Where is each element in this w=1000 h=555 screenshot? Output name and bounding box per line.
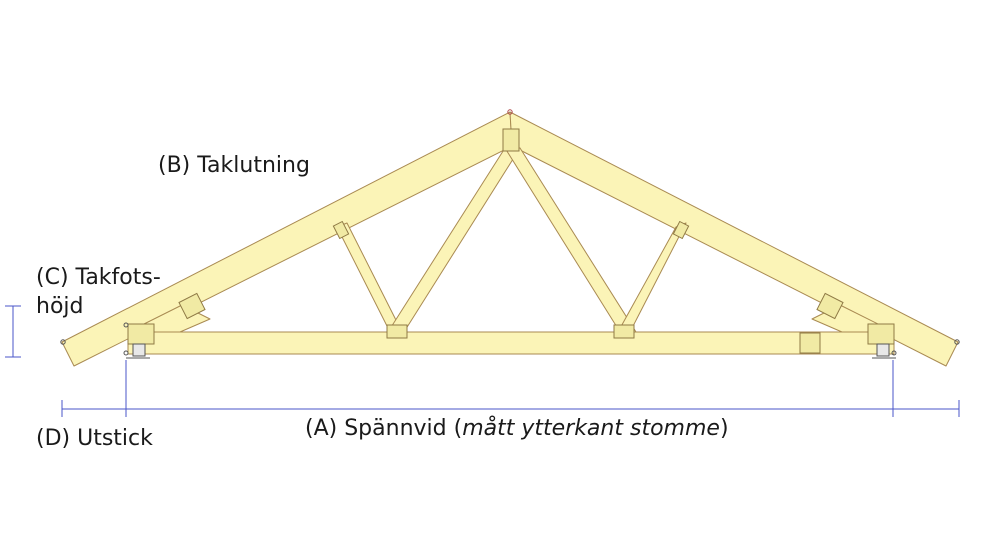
nail-plates [127, 128, 895, 354]
heel-plate-right [867, 323, 895, 345]
heel-plate-left [127, 323, 155, 345]
nodes [60, 109, 960, 356]
dimension-lines [5, 305, 960, 417]
span-label-italic: mått ytterkant stomme [462, 416, 720, 441]
node-left-end [60, 339, 66, 345]
support-left [132, 343, 146, 357]
splice-plate [799, 332, 821, 354]
node-apex [507, 109, 513, 115]
plate-web-top-right [672, 220, 690, 240]
plate-bottom-left [386, 324, 408, 339]
span-label-prefix: (A) Spännvid ( [305, 416, 463, 441]
plate-heel-block-right [816, 292, 844, 320]
eave-height-label-line2: höjd [36, 294, 84, 319]
web-right-outer [617, 222, 687, 333]
eave-height-label-line1: (C) Takfots- [36, 265, 161, 290]
span-label: (A) Spännvid (mått ytterkant stomme) [305, 415, 729, 442]
supports [126, 343, 896, 359]
plate-bottom-right [613, 324, 635, 339]
bottom-chord [127, 331, 895, 355]
span-label-suffix: ) [719, 416, 729, 441]
node-left-heel [123, 322, 129, 328]
plate-web-top-left [332, 220, 350, 240]
plate-heel-block-left [178, 292, 206, 320]
node-right-end [954, 339, 960, 345]
node-left-support [123, 350, 129, 356]
overhang-label: (D) Utstick [36, 426, 153, 451]
node-right-support [891, 350, 897, 356]
apex-plate [502, 128, 520, 152]
pitch-label: (B) Taklutning [158, 153, 310, 178]
web-left-outer [336, 222, 403, 333]
support-right [876, 343, 890, 357]
